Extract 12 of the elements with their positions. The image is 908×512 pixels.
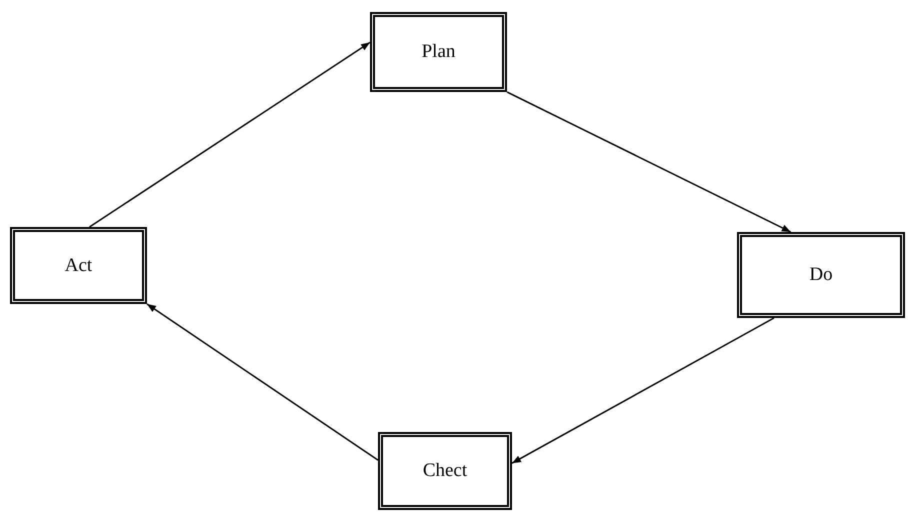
arrow — [512, 317, 774, 464]
process-box — [10, 227, 147, 304]
process-box — [370, 12, 507, 92]
box-label: Do — [809, 264, 833, 286]
process-box — [378, 432, 512, 510]
box-label: Act — [64, 254, 92, 276]
box-label: Plan — [422, 41, 456, 63]
process-box — [737, 232, 905, 318]
arrow — [146, 303, 378, 461]
arrow — [506, 91, 792, 233]
arrow — [89, 42, 370, 228]
box-label: Chect — [422, 460, 468, 482]
